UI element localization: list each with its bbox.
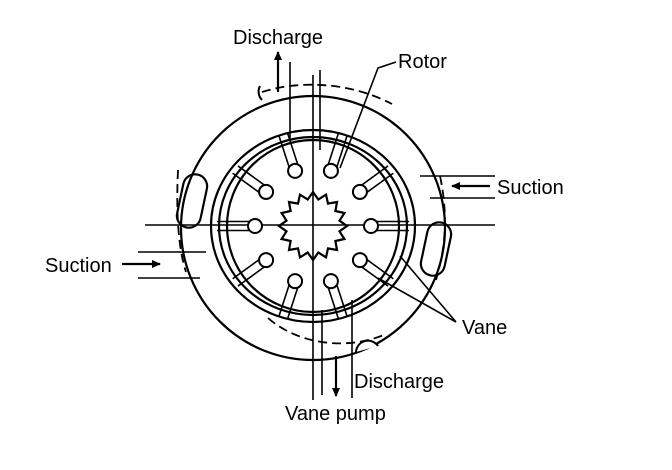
vane-slot-hole [351,183,368,200]
vane-slot-hole [287,273,304,290]
pump-housing [175,83,453,362]
suction-pipe-right [420,175,495,199]
leader-lines [339,61,457,323]
splined-shaft [277,190,349,262]
vane-slots [217,133,409,319]
vane-slot-hole [287,162,304,179]
vane [278,283,299,319]
vane [327,283,348,319]
vane [327,133,348,169]
vane-slot-hole [258,252,275,269]
discharge-pipe-top [274,51,321,150]
vane [217,220,251,232]
vane [375,220,409,232]
vane-slot-hole [247,218,263,234]
label-discharge-bottom: Discharge [354,371,444,393]
suction-pipe-left [122,251,206,279]
vane [232,258,266,287]
vane-slot-hole [351,252,368,269]
vane [232,165,266,194]
caption-vane-pump: Vane pump [285,403,386,425]
rotor [225,138,401,314]
vane [360,165,394,194]
vane-slot-hole [322,162,339,179]
label-suction-right: Suction [497,177,564,199]
label-suction-left: Suction [45,255,112,277]
vane [360,258,394,287]
cam-ring [209,128,417,324]
discharge-pipe-bottom [321,300,353,398]
label-discharge-top: Discharge [233,27,323,49]
label-vane: Vane [462,317,507,339]
vane-slot-hole [322,273,339,290]
vane-slot-hole [258,183,275,200]
vane-slot-hole [363,218,379,234]
label-rotor: Rotor [398,51,447,73]
